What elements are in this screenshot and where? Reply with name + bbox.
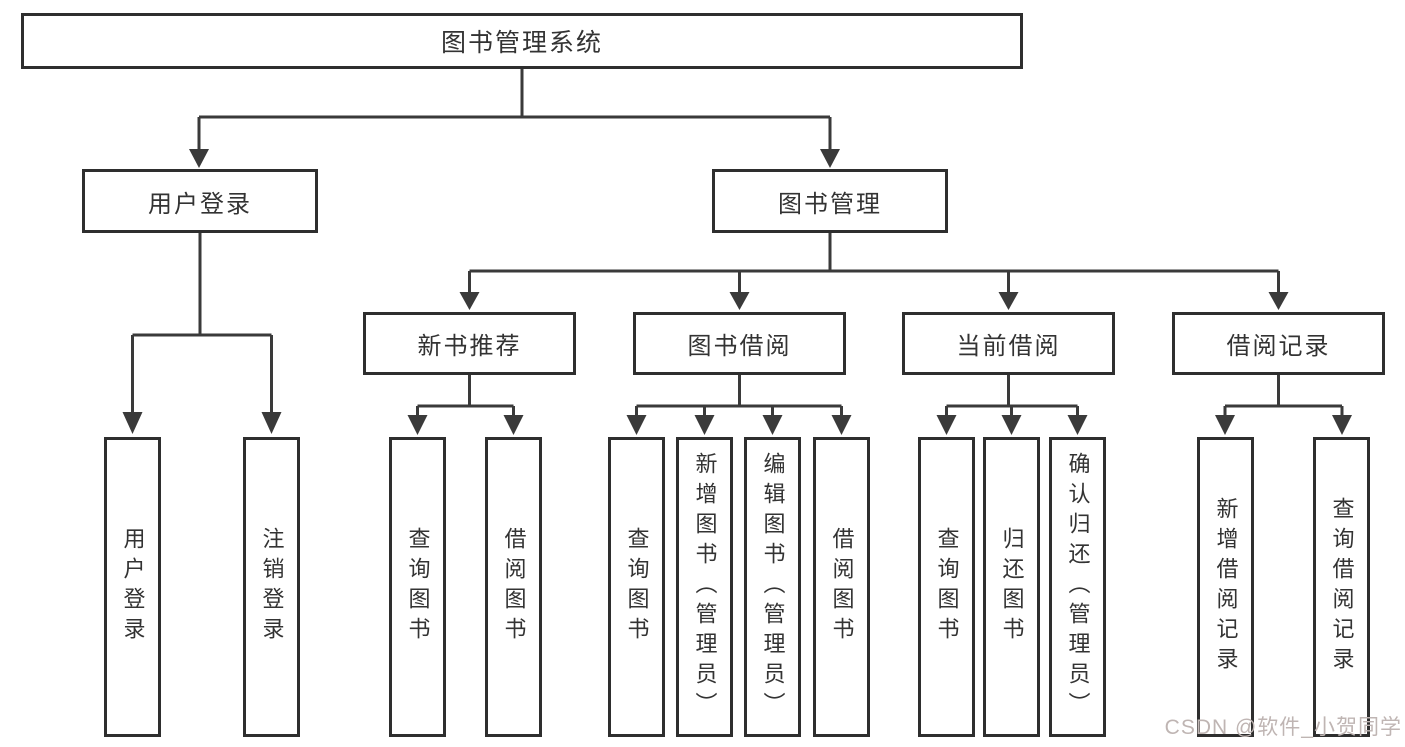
- connector-root: [197, 69, 832, 150]
- connector-book-borrow: [635, 375, 843, 416]
- node-label: 新增借阅记录: [1213, 497, 1239, 677]
- leaf-add-borrow-record: 新增借阅记录: [1197, 437, 1254, 737]
- node-label: 归还图书: [999, 527, 1025, 647]
- arrowhead: [729, 292, 750, 310]
- arrowhead: [626, 415, 647, 435]
- arrowhead: [1268, 292, 1289, 310]
- node-label: 当前借阅: [956, 333, 1061, 360]
- arrowhead: [407, 415, 428, 435]
- arrowhead: [1067, 415, 1088, 435]
- node-label: 用户登录: [120, 527, 146, 647]
- leaf-add-books-admin: 新增图书（管理员）: [676, 437, 733, 737]
- watermark-text: CSDN @软件_小贺同学: [1164, 716, 1402, 739]
- node-user-login: 用户登录: [82, 169, 318, 233]
- arrowhead: [1215, 415, 1235, 435]
- node-label: 借阅记录: [1226, 333, 1331, 360]
- arrowhead: [261, 412, 282, 434]
- node-current-borrow: 当前借阅: [902, 312, 1115, 375]
- node-label: 查询图书: [934, 527, 960, 647]
- leaf-query-books-recommend: 查询图书: [389, 437, 446, 737]
- node-label: 注销登录: [259, 527, 285, 647]
- node-label: 借阅图书: [501, 527, 527, 647]
- node-root-library-system: 图书管理系统: [21, 13, 1023, 69]
- leaf-query-books-borrow: 查询图书: [608, 437, 665, 737]
- node-label: 编辑图书（管理员）: [760, 452, 786, 722]
- node-new-book-recommend: 新书推荐: [363, 312, 576, 375]
- arrowhead: [189, 149, 209, 168]
- connector-current-borrow: [945, 375, 1079, 416]
- node-label: 图书借阅: [687, 333, 792, 360]
- node-label: 用户登录: [148, 190, 252, 218]
- node-label: 查询图书: [624, 527, 650, 647]
- connector-new-book-recommend: [416, 375, 515, 416]
- node-label: 确认归还（管理员）: [1065, 452, 1091, 722]
- leaf-query-borrow-record: 查询借阅记录: [1313, 437, 1370, 737]
- leaf-query-books-current: 查询图书: [918, 437, 975, 737]
- arrowhead: [1332, 415, 1352, 435]
- node-label: 新书推荐: [417, 333, 522, 360]
- node-label: 借阅图书: [829, 527, 855, 647]
- leaf-user-login: 用户登录: [104, 437, 161, 737]
- leaf-return-books: 归还图书: [983, 437, 1040, 737]
- leaf-borrow-books-recommend: 借阅图书: [485, 437, 542, 737]
- arrowhead: [1001, 415, 1022, 435]
- node-label: 图书管理: [778, 190, 882, 218]
- arrowhead: [459, 292, 480, 310]
- node-label: 查询借阅记录: [1329, 497, 1355, 677]
- connector-borrow-records: [1223, 375, 1344, 416]
- arrowhead: [762, 415, 783, 435]
- leaf-edit-books-admin: 编辑图书（管理员）: [744, 437, 801, 737]
- arrowhead: [831, 415, 852, 435]
- connector-book-management: [468, 233, 1280, 292]
- arrowheads: [122, 149, 1352, 435]
- node-label: 新增图书（管理员）: [692, 452, 718, 722]
- leaf-borrow-books: 借阅图书: [813, 437, 870, 737]
- node-borrow-records: 借阅记录: [1172, 312, 1385, 375]
- node-book-management: 图书管理: [712, 169, 948, 233]
- arrowhead: [122, 412, 143, 434]
- node-book-borrow: 图书借阅: [633, 312, 846, 375]
- arrowhead: [820, 149, 840, 168]
- leaf-logout: 注销登录: [243, 437, 300, 737]
- node-label: 查询图书: [405, 527, 431, 647]
- leaf-confirm-return-admin: 确认归还（管理员）: [1049, 437, 1106, 737]
- connector-user-login: [131, 233, 273, 413]
- arrowhead: [936, 415, 957, 435]
- arrowhead: [998, 292, 1019, 310]
- arrowhead: [503, 415, 524, 435]
- node-label: 图书管理系统: [440, 29, 603, 57]
- arrowhead: [694, 415, 715, 435]
